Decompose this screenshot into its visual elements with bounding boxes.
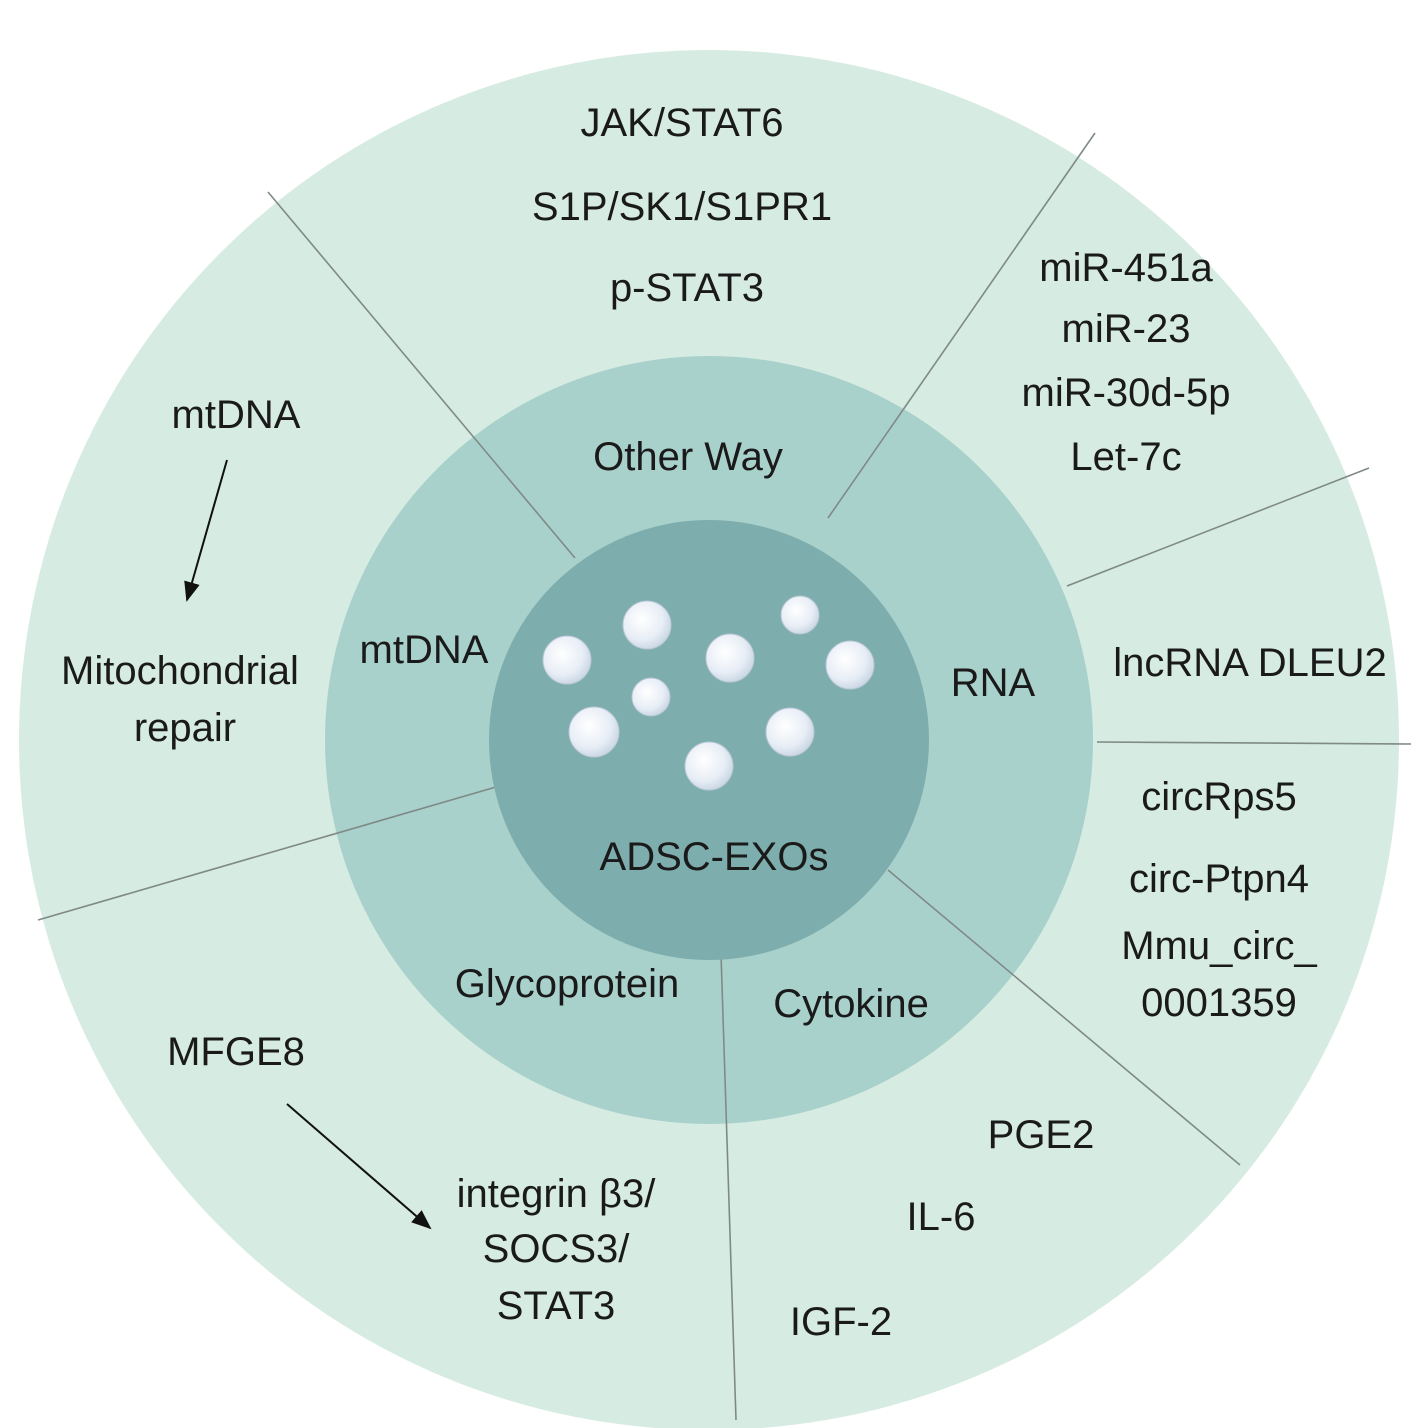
outer-circrna-item: circRps5: [1141, 775, 1297, 819]
vesicle-icon: [542, 635, 592, 685]
vesicle-icon: [825, 640, 875, 690]
outer-glycoprotein-source: MFGE8: [167, 1030, 305, 1074]
vesicle-icon: [705, 633, 755, 683]
vesicle-icon: [780, 595, 820, 635]
outer-mtdna-source: mtDNA: [172, 393, 301, 437]
category-rna: RNA: [951, 661, 1036, 705]
divider-otherway-rna: [827, 132, 1096, 519]
arrow-down-right-icon: [286, 1103, 432, 1230]
outer-glycoprotein-target: integrin β3/: [457, 1172, 657, 1216]
outer-cytokine-item: IL-6: [907, 1195, 976, 1239]
outer-mirna-item: miR-23: [1062, 307, 1191, 351]
core-label: ADSC-EXOs: [600, 835, 829, 879]
outer-other-way-item: p-STAT3: [610, 266, 764, 310]
outer-mirna-item: Let-7c: [1070, 435, 1181, 479]
outer-other-way-item: S1P/SK1/S1PR1: [532, 185, 832, 229]
category-glycoprotein: Glycoprotein: [455, 962, 680, 1006]
core-circle: [489, 520, 929, 960]
outer-mirna-item: miR-30d-5p: [1022, 371, 1231, 415]
vesicle-icon: [622, 600, 672, 650]
category-other-way: Other Way: [593, 435, 783, 479]
outer-circrna-item: circ-Ptpn4: [1129, 857, 1309, 901]
vesicle-icon: [765, 707, 815, 757]
outer-mtdna-target: Mitochondrial: [61, 649, 299, 693]
divider-lncrna-circrna: [1096, 741, 1412, 745]
divider-otherway-mtdna: [267, 191, 576, 559]
outer-other-way-item: JAK/STAT6: [580, 101, 783, 145]
outer-cytokine-item: IGF-2: [790, 1300, 892, 1344]
divider-mirna-lncrna: [1066, 467, 1370, 587]
vesicle-icon: [568, 706, 620, 758]
dividers: [37, 132, 1412, 1421]
outer-circrna-item: Mmu_circ_: [1121, 924, 1317, 968]
vesicle-icon: [542, 595, 875, 791]
divider-cytokine-glycoprotein: [720, 953, 737, 1421]
vesicle-icon: [631, 677, 671, 717]
outer-circrna-item: 0001359: [1141, 981, 1297, 1025]
divider-rna-cytokine: [887, 869, 1241, 1166]
outer-mtdna-target: repair: [134, 706, 236, 750]
outer-glycoprotein-target: SOCS3/: [483, 1227, 631, 1271]
arrow-down-icon: [184, 459, 228, 602]
outer-lncrna-item: lncRNA DLEU2: [1113, 641, 1386, 685]
outer-glycoprotein-target: STAT3: [497, 1284, 616, 1328]
category-cytokine: Cytokine: [773, 982, 929, 1026]
outer-cytokine-item: PGE2: [988, 1113, 1095, 1157]
outer-mirna-item: miR-451a: [1039, 246, 1213, 290]
divider-glycoprotein-mtdna: [37, 786, 497, 921]
category-mtdna: mtDNA: [360, 628, 489, 672]
vesicle-icon: [684, 741, 734, 791]
